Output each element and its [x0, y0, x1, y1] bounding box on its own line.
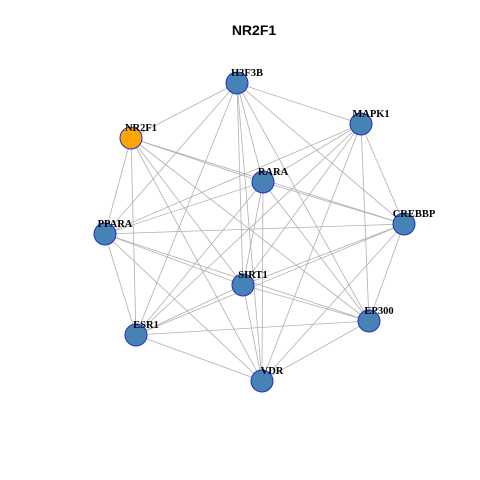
edge-esr1-vdr [135, 334, 263, 382]
edge-h3f3b-ep300 [236, 82, 370, 322]
edge-h3f3b-rara [236, 82, 264, 183]
edge-ep300-esr1 [135, 320, 370, 336]
edge-sirt1-esr1 [135, 284, 244, 336]
edge-rara-ppara [104, 181, 264, 235]
node-label-crebbp: CREBBP [393, 209, 436, 220]
edge-ppara-vdr [104, 233, 263, 382]
edge-nr2f1-vdr [130, 137, 263, 382]
edge-mapk1-crebbp [360, 123, 405, 225]
edge-crebbp-esr1 [135, 223, 405, 336]
edge-mapk1-rara [262, 123, 362, 183]
node-label-esr1: ESR1 [133, 320, 159, 331]
node-esr1 [124, 323, 148, 347]
edge-mapk1-ppara [104, 123, 362, 235]
edge-h3f3b-crebbp [236, 82, 405, 225]
edge-mapk1-vdr [261, 123, 362, 382]
edge-h3f3b-mapk1 [236, 82, 362, 125]
node-label-h3f3b: H3F3B [231, 68, 263, 79]
edge-crebbp-sirt1 [242, 223, 405, 286]
node-crebbp [392, 212, 416, 236]
node-mapk1 [349, 112, 373, 136]
node-ppara [93, 222, 117, 246]
edge-rara-crebbp [262, 181, 405, 225]
node-label-sirt1: SIRT1 [238, 270, 267, 281]
edge-h3f3b-sirt1 [236, 82, 244, 286]
edge-ppara-sirt1 [104, 233, 244, 286]
node-ep300 [357, 309, 381, 333]
node-h3f3b [225, 71, 249, 95]
edge-crebbp-ep300 [368, 223, 405, 322]
node-label-ep300: EP300 [364, 306, 393, 317]
node-label-rara: RARA [258, 167, 289, 178]
edge-nr2f1-sirt1 [130, 137, 244, 286]
node-layer [93, 71, 416, 393]
node-rara [251, 170, 275, 194]
edge-crebbp-vdr [261, 223, 405, 382]
edge-rara-esr1 [135, 181, 264, 336]
edge-rara-sirt1 [242, 181, 264, 286]
edge-h3f3b-nr2f1 [130, 82, 238, 139]
edge-sirt1-vdr [242, 284, 263, 382]
node-nr2f1 [119, 126, 143, 150]
edge-nr2f1-esr1 [130, 137, 137, 336]
edge-h3f3b-ppara [104, 82, 238, 235]
node-sirt1 [231, 273, 255, 297]
node-label-vdr: VDR [261, 366, 284, 377]
graph-title: NR2F1 [232, 22, 277, 38]
edge-h3f3b-esr1 [135, 82, 238, 336]
edge-sirt1-ep300 [242, 284, 370, 322]
edge-h3f3b-vdr [236, 82, 263, 382]
edge-crebbp-ppara [104, 223, 405, 235]
node-label-nr2f1: NR2F1 [125, 123, 157, 134]
edge-ppara-esr1 [104, 233, 137, 336]
edge-ep300-vdr [261, 320, 370, 382]
edge-nr2f1-ppara [104, 137, 132, 235]
edge-rara-vdr [261, 181, 264, 382]
node-vdr [250, 369, 274, 393]
node-label-ppara: PPARA [98, 219, 133, 230]
node-label-mapk1: MAPK1 [352, 109, 389, 120]
edge-rara-ep300 [262, 181, 370, 322]
edge-mapk1-ep300 [360, 123, 370, 322]
